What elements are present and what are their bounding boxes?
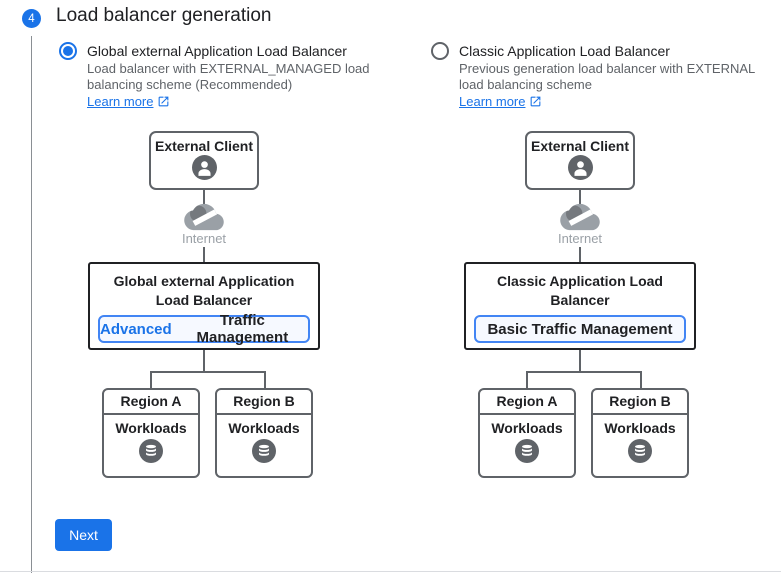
connector-line xyxy=(579,350,581,371)
option-description-classic-alb: Previous generation load balancer with E… xyxy=(459,61,755,92)
workloads-label: Workloads xyxy=(604,420,676,436)
next-button[interactable]: Next xyxy=(55,519,112,551)
option-label-global-external-alb[interactable]: Global external Application Load Balance… xyxy=(87,43,347,59)
external-link-icon xyxy=(529,95,542,108)
external-client-label: External Client xyxy=(154,138,254,154)
connector-line xyxy=(203,350,205,371)
person-icon xyxy=(191,155,217,180)
global-alb-diagram: External Client Internet Global external… xyxy=(88,131,320,478)
region-name: Region A xyxy=(480,390,574,415)
connector-line xyxy=(526,371,642,373)
internet-label: Internet xyxy=(557,231,603,246)
step-number-badge: 4 xyxy=(22,9,41,28)
load-balancer-title: Global external Application Load Balance… xyxy=(113,273,295,308)
learn-more-link-global[interactable]: Learn more xyxy=(87,94,170,109)
radio-classic-alb[interactable] xyxy=(431,42,449,60)
connector-line xyxy=(579,190,581,205)
badge-text: Traffic Management xyxy=(196,312,289,346)
database-icon xyxy=(139,439,163,463)
learn-more-text: Learn more xyxy=(87,94,154,109)
region-b-box: Region B Workloads xyxy=(591,388,689,478)
bottom-divider xyxy=(0,571,781,572)
region-b-box: Region B Workloads xyxy=(215,388,313,478)
traffic-management-badge: Advanced Traffic Management xyxy=(98,312,310,346)
region-a-box: Region A Workloads xyxy=(102,388,200,478)
classic-alb-diagram: External Client Internet Classic Applica… xyxy=(464,131,696,478)
external-client-box: External Client xyxy=(149,131,259,190)
connector-line xyxy=(150,371,152,388)
option-label-classic-alb[interactable]: Classic Application Load Balancer xyxy=(459,43,670,59)
internet-cloud-icon xyxy=(560,203,600,231)
stepper-connector-line xyxy=(31,36,32,573)
external-link-icon xyxy=(157,95,170,108)
external-client-box: External Client xyxy=(525,131,635,190)
connector-line xyxy=(526,371,528,388)
region-a-box: Region A Workloads xyxy=(478,388,576,478)
database-icon xyxy=(252,439,276,463)
load-balancer-box: Classic Application Load Balancer Basic … xyxy=(464,262,696,350)
load-balancer-box: Global external Application Load Balance… xyxy=(88,262,320,350)
external-client-label: External Client xyxy=(530,138,630,154)
database-icon xyxy=(628,439,652,463)
badge-highlight-text: Advanced xyxy=(100,320,172,338)
workloads-label: Workloads xyxy=(491,420,563,436)
traffic-management-badge: Basic Traffic Management xyxy=(474,315,686,343)
region-name: Region A xyxy=(104,390,198,415)
badge-text: Basic Traffic Management xyxy=(487,320,673,338)
region-name: Region B xyxy=(217,390,311,415)
database-icon xyxy=(515,439,539,463)
connector-line xyxy=(640,371,642,388)
region-name: Region B xyxy=(593,390,687,415)
page-title: Load balancer generation xyxy=(56,5,272,26)
connector-line xyxy=(264,371,266,388)
workloads-label: Workloads xyxy=(115,420,187,436)
connector-line xyxy=(203,190,205,205)
connector-line xyxy=(150,371,266,373)
load-balancer-title: Classic Application Load Balancer xyxy=(497,273,663,308)
internet-label: Internet xyxy=(181,231,227,246)
radio-global-external-alb[interactable] xyxy=(59,42,77,60)
connector-line xyxy=(203,247,205,262)
option-description-global-external-alb: Load balancer with EXTERNAL_MANAGED load… xyxy=(87,61,370,92)
internet-cloud-icon xyxy=(184,203,224,231)
person-icon xyxy=(567,155,593,180)
learn-more-text: Learn more xyxy=(459,94,526,109)
workloads-label: Workloads xyxy=(228,420,300,436)
connector-line xyxy=(579,247,581,262)
learn-more-link-classic[interactable]: Learn more xyxy=(459,94,542,109)
